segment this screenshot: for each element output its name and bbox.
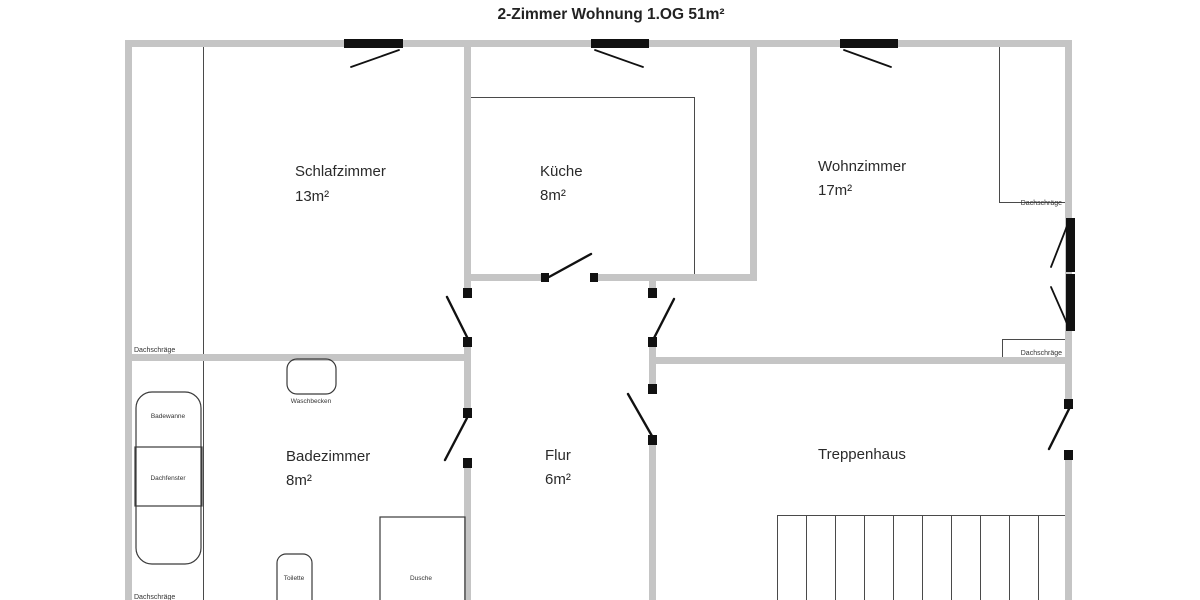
- roof-window-outline: [134, 446, 203, 507]
- wall-kueche-wohnzimmer: [750, 47, 757, 281]
- room-label-wohnzimmer: Wohnzimmer: [818, 158, 906, 175]
- window-swing-right-upper: [1050, 220, 1070, 268]
- room-area-flur: 6m²: [545, 471, 571, 488]
- door-jamb: [463, 458, 472, 468]
- door-jamb: [648, 435, 657, 445]
- door-jamb: [463, 337, 472, 347]
- wall-flur-left-mid: [464, 347, 471, 408]
- room-label-flur: Flur: [545, 447, 571, 464]
- door-jamb: [590, 273, 598, 282]
- door-jamb: [541, 273, 549, 282]
- door-leaf-badezimmer: [443, 416, 469, 462]
- door-jamb: [648, 288, 657, 298]
- dachschraege-label-left-upper: Dachschräge: [134, 347, 175, 354]
- window-swing-schlafzimmer: [350, 49, 400, 68]
- room-area-badezimmer: 8m²: [286, 472, 312, 489]
- bathtub-outline: [135, 391, 202, 565]
- plan-title: 2-Zimmer Wohnung 1.OG 51m²: [497, 6, 724, 23]
- window-bar-right-upper: [1066, 218, 1075, 272]
- wall-schlafzimmer-kueche: [464, 47, 471, 288]
- wall-flur-right-lower: [649, 444, 656, 600]
- sink-outline: [286, 358, 337, 395]
- window-swing-kueche: [594, 49, 644, 68]
- bathtub-label: Badewanne: [151, 413, 186, 420]
- outer-wall-left: [125, 40, 132, 600]
- window-swing-wohnzimmer: [843, 49, 892, 68]
- wall-kueche-bottom-left: [464, 274, 541, 281]
- door-jamb: [648, 337, 657, 347]
- wall-flur-left-lower: [464, 468, 471, 600]
- room-area-wohnzimmer: 17m²: [818, 182, 852, 199]
- wall-wohnzimmer-treppenhaus: [649, 357, 1072, 364]
- door-leaf-schlafzimmer: [445, 295, 470, 341]
- window-bar-schlafzimmer: [344, 39, 403, 48]
- room-label-schlafzimmer: Schlafzimmer: [295, 163, 386, 180]
- dachschraege-label-right-upper: Dachschräge: [1021, 200, 1062, 207]
- roof-window-label: Dachfenster: [150, 475, 186, 482]
- door-jamb: [1064, 450, 1073, 460]
- window-bar-wohnzimmer: [840, 39, 898, 48]
- door-jamb: [463, 288, 472, 298]
- outer-wall-right-lower: [1065, 460, 1072, 600]
- sink-label: Waschbecken: [291, 398, 332, 405]
- wall-flur-right-stub: [649, 281, 656, 288]
- window-bar-kueche: [591, 39, 649, 48]
- room-area-kueche: 8m²: [540, 187, 566, 204]
- door-jamb: [463, 408, 472, 418]
- door-leaf-treppenhaus: [626, 392, 654, 438]
- toilet-outline: [276, 553, 313, 600]
- toilet-label: Toilette: [284, 575, 305, 582]
- window-swing-right-lower: [1050, 286, 1070, 329]
- dachschraege-label-right-mid: Dachschräge: [1021, 350, 1062, 357]
- room-label-badezimmer: Badezimmer: [286, 448, 370, 465]
- room-label-kueche: Küche: [540, 163, 583, 180]
- shower-label: Dusche: [410, 575, 432, 582]
- dachschraege-label-left-lower: Dachschräge: [134, 594, 175, 600]
- wall-kueche-bottom-right: [598, 274, 757, 281]
- room-label-treppenhaus: Treppenhaus: [818, 446, 906, 463]
- wall-schlafzimmer-badezimmer: [125, 354, 471, 361]
- door-leaf-entry: [1047, 407, 1071, 451]
- shower-outline: [379, 516, 466, 600]
- room-area-schlafzimmer: 13m²: [295, 188, 329, 205]
- window-bar-right-lower: [1066, 274, 1075, 331]
- door-leaf-wohnzimmer: [651, 297, 676, 342]
- door-leaf-kueche: [547, 252, 593, 279]
- door-jamb: [648, 384, 657, 394]
- wall-flur-right-mid: [649, 347, 656, 384]
- door-jamb: [1064, 399, 1073, 409]
